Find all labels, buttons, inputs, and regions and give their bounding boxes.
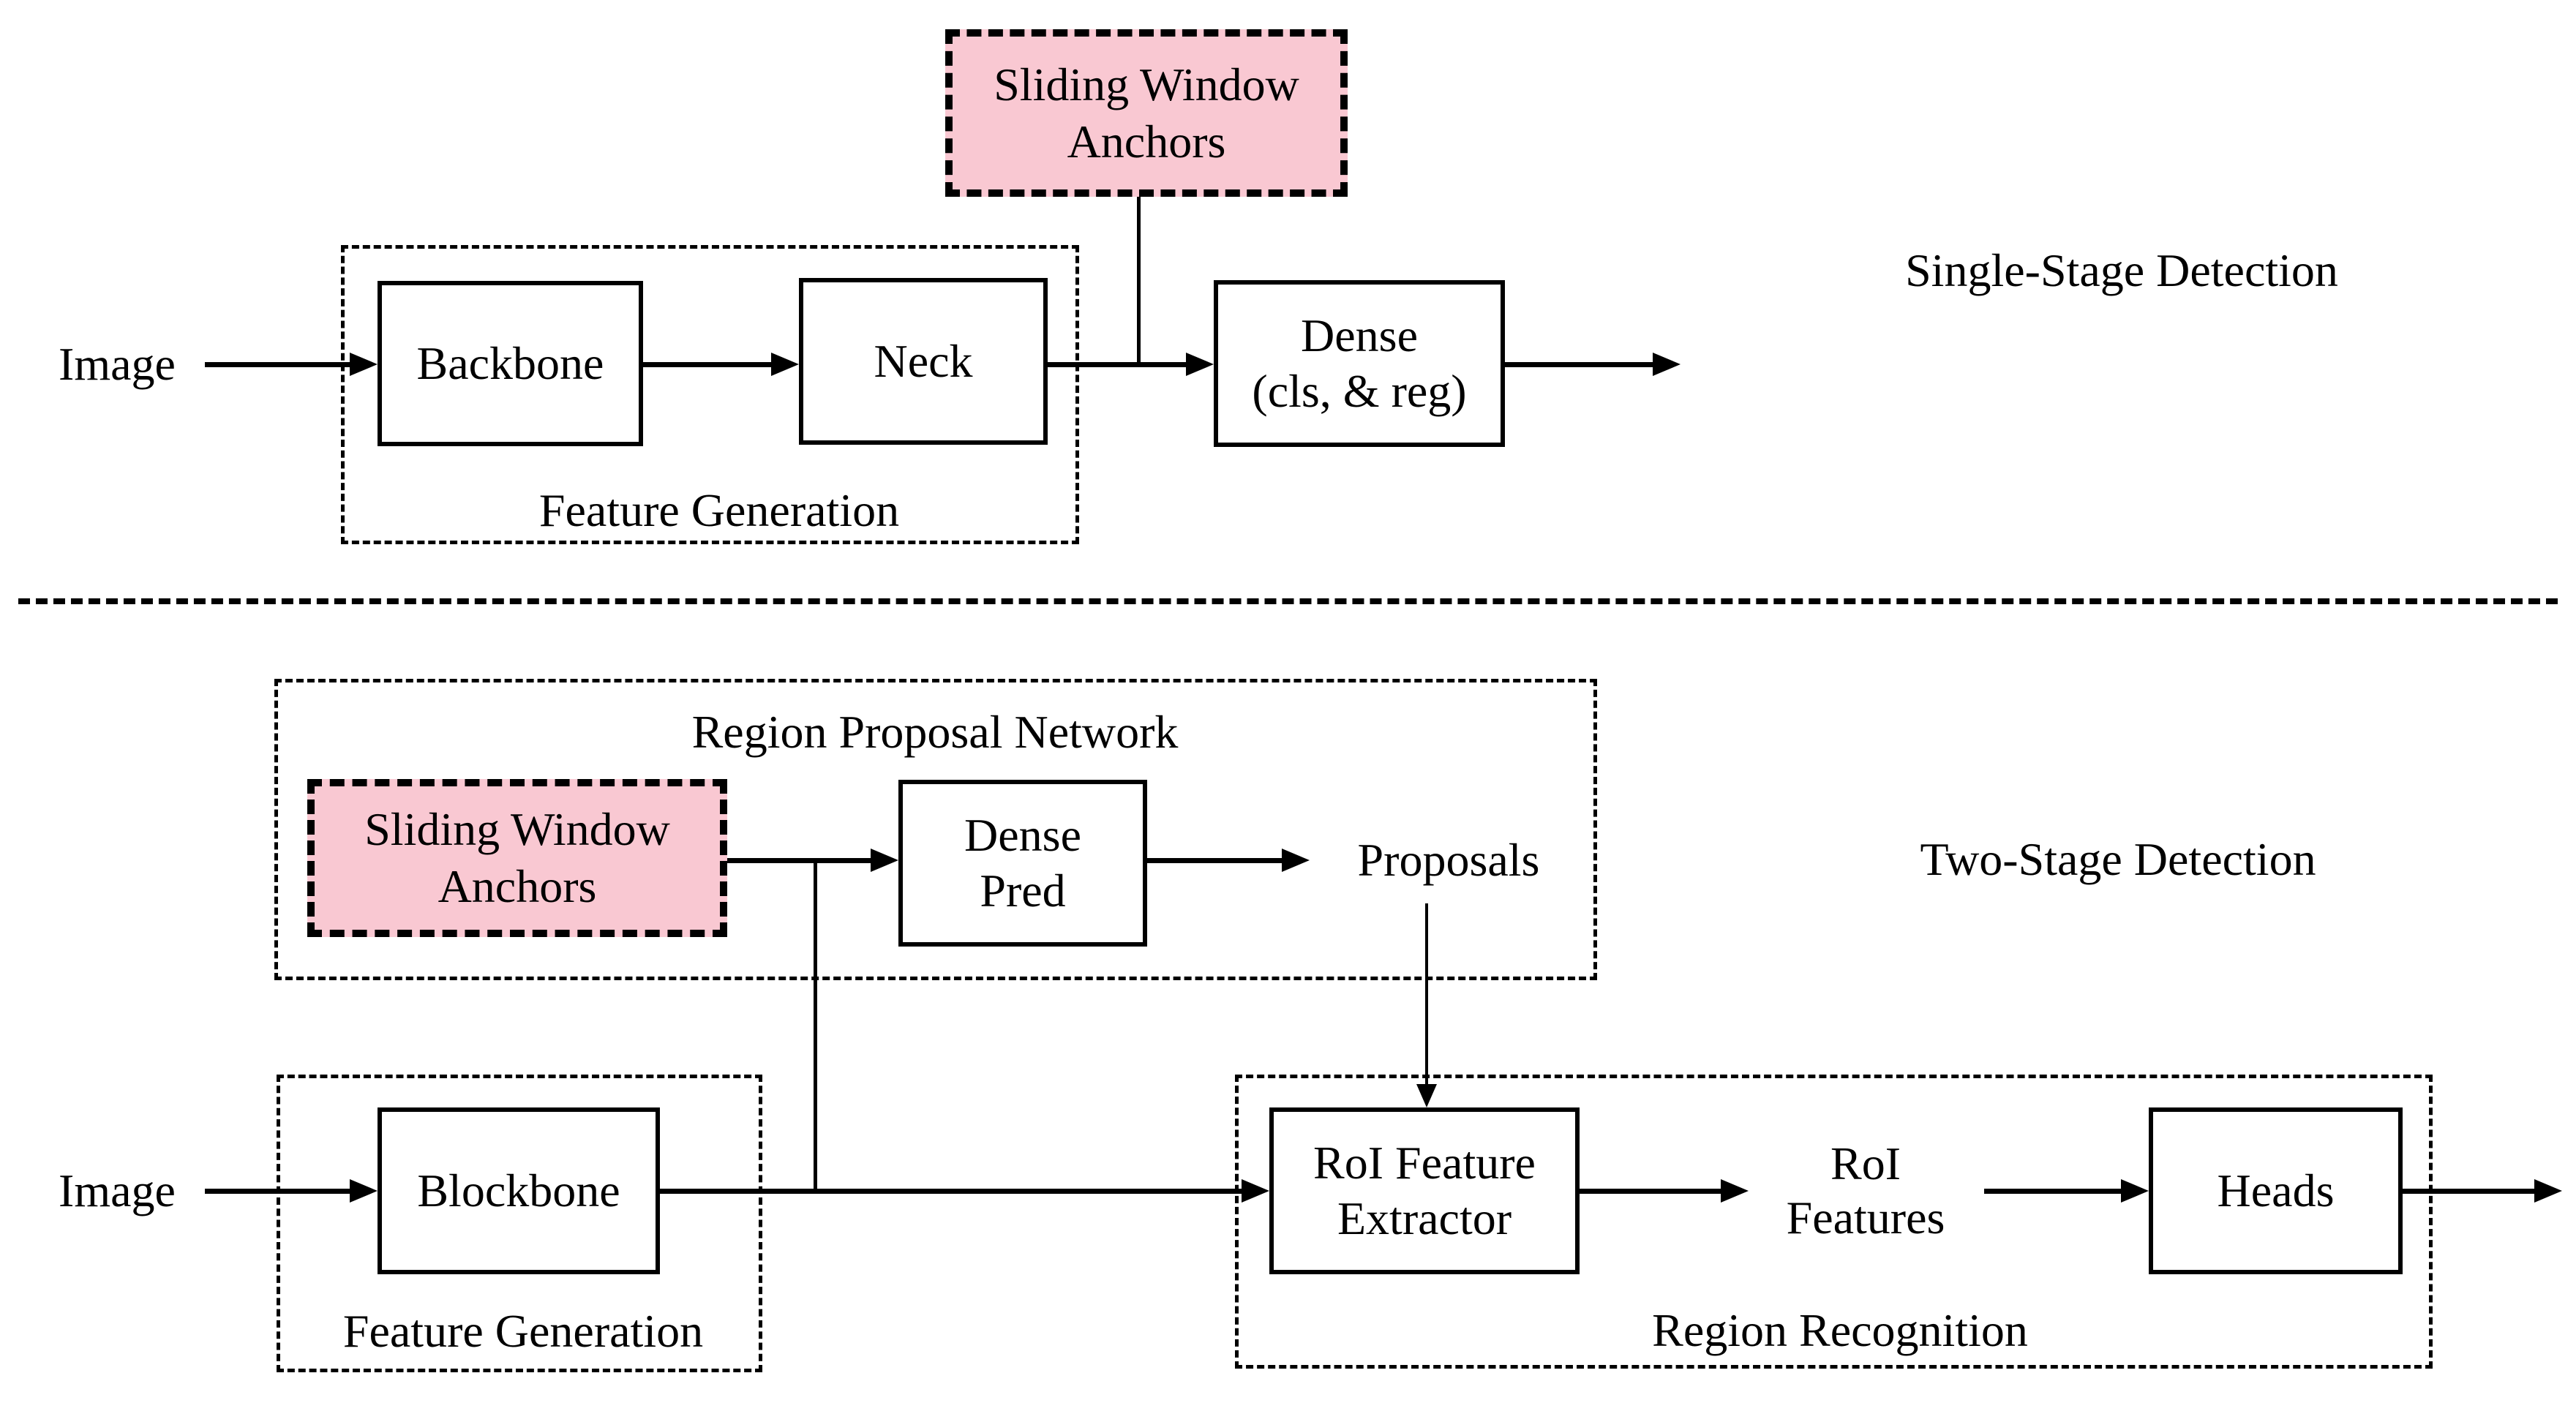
arrow-heads-output-line	[2403, 1189, 2534, 1194]
region-proposal-network-group	[274, 679, 1597, 980]
two-stage-title: Two-Stage Detection	[1920, 833, 2316, 885]
single-stage-title: Single-Stage Detection	[1905, 244, 2338, 296]
two-stage-sliding-window-anchors-box: Sliding Window Anchors	[307, 779, 727, 937]
dense-head-box: Dense (cls, & reg)	[1214, 280, 1505, 447]
arrow-dense-output-head	[1653, 353, 1681, 376]
arrow-proposals-to-roi-line	[1425, 903, 1428, 1086]
roi-features-label: RoI Features	[1786, 1137, 1945, 1244]
arrow-image-to-backbone-head	[350, 353, 378, 376]
arrow-image-to-blockbone-head	[350, 1179, 378, 1203]
single-stage-feature-generation-group	[341, 245, 1079, 544]
two-stage-input-label: Image	[59, 1165, 176, 1216]
arrow-heads-output-head	[2534, 1179, 2562, 1203]
arrow-neck-to-dense-head	[1186, 353, 1214, 376]
region-proposal-network-label: Region Proposal Network	[691, 706, 1179, 758]
neck-box: Neck	[799, 278, 1048, 445]
arrow-roi-to-features-head	[1721, 1179, 1749, 1203]
arrow-roi-to-features-line	[1580, 1189, 1721, 1194]
single-stage-feature-generation-label: Feature Generation	[538, 484, 900, 536]
arrow-backbone-to-neck-line	[643, 362, 771, 367]
arrow-backbone-to-neck-head	[771, 353, 799, 376]
heads-box: Heads	[2149, 1107, 2403, 1274]
arrow-neck-to-dense-line	[1048, 362, 1186, 367]
arrow-proposals-to-roi-head	[1416, 1084, 1437, 1107]
single-stage-sliding-window-anchors-box: Sliding Window Anchors	[945, 29, 1348, 197]
arrow-image-to-backbone-line	[205, 362, 350, 367]
region-recognition-group	[1235, 1075, 2433, 1369]
single-stage-input-label: Image	[59, 338, 176, 390]
arrow-features-to-heads-head	[2121, 1179, 2149, 1203]
backbone-box: Backbone	[378, 281, 643, 446]
two-stage-feature-generation-label: Feature Generation	[342, 1305, 704, 1357]
blockbone-box: Blockbone	[378, 1107, 660, 1274]
proposals-label: Proposals	[1357, 834, 1540, 886]
arrow-densepred-to-proposals-line	[1147, 858, 1282, 863]
arrow-blockbone-to-roi-line	[660, 1189, 1242, 1194]
two-stage-feature-generation-group	[277, 1075, 762, 1372]
arrow-densepred-to-proposals-head	[1282, 849, 1310, 872]
arrow-features-to-heads-line	[1984, 1189, 2121, 1194]
arrow-anchors-to-densepred-line	[727, 858, 871, 863]
region-recognition-label: Region Recognition	[1652, 1304, 2028, 1356]
arrow-dense-output-line	[1505, 362, 1653, 367]
section-divider-line	[18, 598, 2558, 604]
arrow-blockbone-to-roi-head	[1242, 1179, 1269, 1203]
roi-feature-extractor-box: RoI Feature Extractor	[1269, 1107, 1580, 1274]
arrow-image-to-blockbone-line	[205, 1189, 350, 1194]
arrow-anchors-to-densepred-head	[871, 849, 898, 872]
feature-to-rpn-branch-line	[814, 860, 817, 1193]
dense-pred-box: Dense Pred	[898, 780, 1147, 947]
anchors-to-flow-connector-line	[1137, 195, 1141, 365]
